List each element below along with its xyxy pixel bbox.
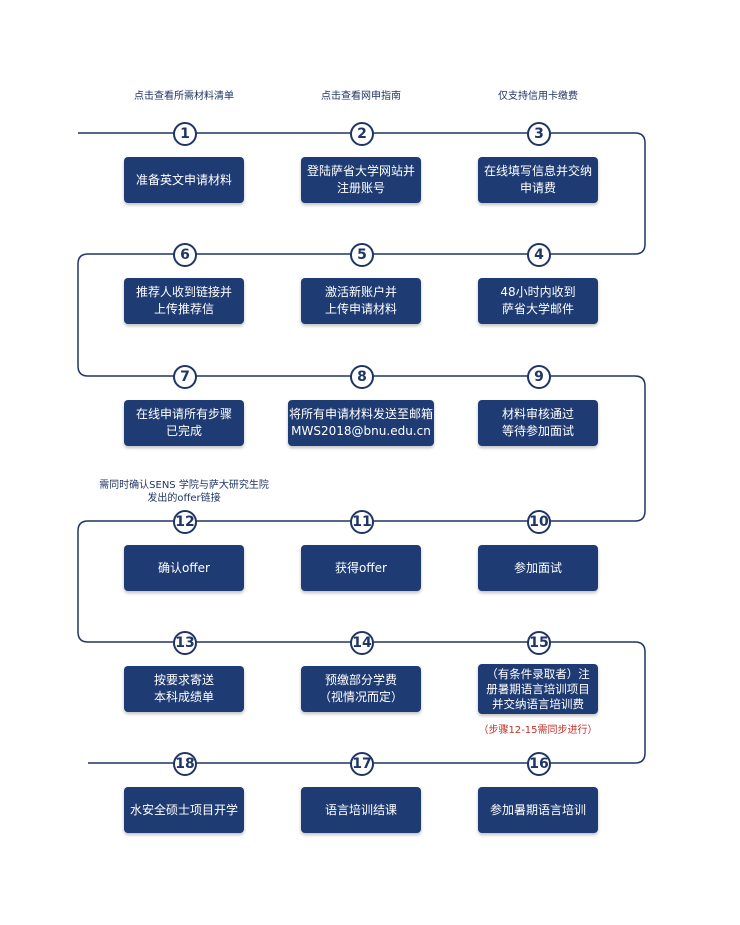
step-10-number: 10 [527,510,551,534]
credit-card-note: 仅支持信用卡缴费 [498,91,578,102]
offer-confirm-note: 需同时确认SENS 学院与萨大研究生院 发出的offer链接 [99,480,269,504]
step-9-number: 9 [527,365,551,389]
step-9-box: 材料审核通过 等待参加面试 [478,400,598,446]
step-6-box: 推荐人收到链接并 上传推荐信 [124,278,244,324]
online-guide-link[interactable]: 点击查看网申指南 [321,91,401,102]
step-8-number: 8 [350,365,374,389]
step-3-box: 在线填写信息并交纳 申请费 [478,157,598,203]
sync-steps-note: （步骤12-15需同步进行） [478,725,598,736]
step-12-box: 确认offer [124,545,244,591]
step-2-box: 登陆萨省大学网站并 注册账号 [301,157,421,203]
step-16-box: 参加暑期语言培训 [478,787,598,833]
step-8-box: 将所有申请材料发送至邮箱 MWS2018@bnu.edu.cn [288,400,434,446]
step-12-number: 12 [173,510,197,534]
step-15-number: 15 [527,631,551,655]
step-1-box: 准备英文申请材料 [124,157,244,203]
step-5-number: 5 [350,243,374,267]
materials-list-link[interactable]: 点击查看所需材料清单 [134,91,234,102]
step-7-box: 在线申请所有步骤 已完成 [124,400,244,446]
step-7-number: 7 [173,365,197,389]
step-1-number: 1 [173,122,197,146]
step-13-box: 按要求寄送 本科成绩单 [124,666,244,712]
step-18-box: 水安全硕士项目开学 [124,787,244,833]
step-18-number: 18 [173,752,197,776]
step-10-box: 参加面试 [478,545,598,591]
step-11-number: 11 [350,510,374,534]
step-3-number: 3 [527,122,551,146]
step-17-number: 17 [350,752,374,776]
step-14-number: 14 [350,631,374,655]
step-13-number: 13 [173,631,197,655]
step-11-box: 获得offer [301,545,421,591]
step-15-box: （有条件录取者）注 册暑期语言培训项目 并交纳语言培训费 [478,664,598,714]
step-14-box: 预缴部分学费 （视情况而定） [301,666,421,712]
step-2-number: 2 [350,122,374,146]
step-17-box: 语言培训结课 [301,787,421,833]
step-6-number: 6 [173,243,197,267]
step-16-number: 16 [527,752,551,776]
step-4-box: 48小时内收到 萨省大学邮件 [478,278,598,324]
step-4-number: 4 [527,243,551,267]
step-5-box: 激活新账户并 上传申请材料 [301,278,421,324]
